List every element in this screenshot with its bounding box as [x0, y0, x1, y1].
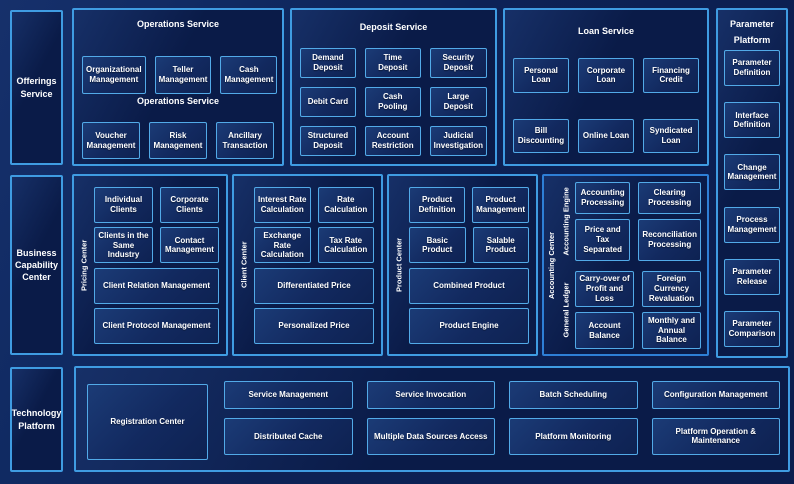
organizational-management-box: Organizational Management [82, 56, 146, 94]
technology-grid: Service Management Service Invocation Ba… [224, 381, 780, 455]
judicial-investigation-box: Judicial Investigation [429, 126, 487, 156]
client-center-label: Client Center [239, 241, 249, 289]
general-ledger-section: General Ledger Carry-over of Profit and … [559, 270, 701, 349]
loan-service-panel: Loan Service Personal Loan Corporate Loa… [503, 8, 709, 166]
time-deposit-box: Time Deposit [364, 48, 421, 78]
operations-service-panel: Operations Service Organizational Manage… [72, 8, 284, 166]
parameter-platform-title: Parameter Platform [729, 19, 775, 46]
parameter-definition-box: Parameter Definition [724, 50, 780, 86]
clients-in-same-industry-box: Clients in the Same Industry [94, 227, 153, 264]
product-content: Product Definition Product Management Ba… [409, 187, 529, 344]
large-deposit-box: Large Deposit [429, 87, 487, 117]
parameter-release-box: Parameter Release [724, 258, 780, 295]
loan-grid: Personal Loan Corporate Loan Financing C… [513, 58, 699, 153]
technology-platform-label: Technology Platform [10, 367, 63, 472]
differentiated-price-box: Differentiated Price [254, 267, 374, 304]
batch-scheduling-box: Batch Scheduling [509, 381, 638, 409]
configuration-management-box: Configuration Management [651, 381, 780, 409]
accounting-engine-section: Accounting Engine Accounting Processing … [559, 182, 701, 261]
client-relation-management-box: Client Relation Management [94, 267, 219, 304]
foreign-currency-revaluation-box: Foreign Currency Revaluation [642, 270, 701, 308]
monthly-annual-balance-box: Monthly and Annual Balance [642, 312, 701, 349]
product-center-label: Product Center [394, 237, 404, 293]
product-management-box: Product Management [472, 187, 529, 223]
operations-service-subtitle: Operations Service [136, 96, 220, 106]
platform-operation-maintenance-box: Platform Operation & Maintenance [651, 417, 780, 455]
demand-deposit-box: Demand Deposit [300, 48, 356, 78]
financing-credit-box: Financing Credit [643, 58, 699, 93]
technology-platform-panel: Registration Center Service Management S… [74, 366, 790, 472]
teller-management-box: Teller Management [154, 56, 212, 94]
operations-row-2: Voucher Management Risk Management Ancil… [82, 122, 274, 159]
client-protocol-management-box: Client Protocol Management [94, 307, 219, 344]
personal-loan-box: Personal Loan [513, 58, 569, 93]
online-loan-box: Online Loan [578, 118, 634, 153]
clearing-processing-box: Clearing Processing [638, 182, 701, 214]
combined-product-box: Combined Product [409, 267, 529, 304]
change-management-box: Change Management [724, 154, 780, 191]
parameter-platform-panel: Parameter Platform Parameter Definition … [716, 8, 788, 358]
loan-service-title: Loan Service [577, 26, 635, 36]
parameter-stack: Parameter Definition Interface Definitio… [724, 50, 780, 347]
account-restriction-box: Account Restriction [364, 126, 421, 156]
voucher-management-box: Voucher Management [82, 122, 140, 159]
pricing-content: Individual Clients Corporate Clients Cli… [94, 187, 219, 344]
risk-management-box: Risk Management [149, 122, 207, 159]
deposit-grid: Demand Deposit Time Deposit Security Dep… [300, 48, 487, 156]
corporate-clients-box: Corporate Clients [160, 187, 219, 223]
general-ledger-label: General Ledger [561, 282, 571, 338]
deposit-service-panel: Deposit Service Demand Deposit Time Depo… [290, 8, 497, 166]
operations-row-1: Organizational Management Teller Managem… [82, 56, 278, 94]
corporate-loan-box: Corporate Loan [578, 58, 634, 93]
cash-management-box: Cash Management [220, 56, 278, 94]
interest-rate-calculation-box: Interest Rate Calculation [254, 187, 311, 223]
personalized-price-box: Personalized Price [254, 307, 374, 344]
interface-definition-box: Interface Definition [724, 102, 780, 139]
registration-center-box: Registration Center [87, 384, 208, 460]
salable-product-box: Salable Product [472, 227, 529, 264]
multiple-data-sources-access-box: Multiple Data Sources Access [366, 417, 495, 455]
business-capability-center-label: Business Capability Center [10, 175, 63, 355]
bill-discounting-box: Bill Discounting [513, 118, 569, 153]
debit-card-box: Debit Card [300, 87, 356, 117]
ancillary-transaction-box: Ancillary Transaction [216, 122, 274, 159]
platform-monitoring-box: Platform Monitoring [509, 417, 638, 455]
price-and-tax-separated-box: Price and Tax Separated [575, 218, 631, 261]
pricing-center-panel: Pricing Center Individual Clients Corpor… [72, 174, 228, 356]
carry-over-profit-loss-box: Carry-over of Profit and Loss [575, 270, 634, 308]
security-deposit-box: Security Deposit [429, 48, 487, 78]
reconciliation-processing-box: Reconciliation Processing [638, 218, 701, 261]
accounting-processing-box: Accounting Processing [575, 182, 631, 214]
individual-clients-box: Individual Clients [94, 187, 153, 223]
tax-rate-calculation-box: Tax Rate Calculation [317, 227, 374, 264]
contact-management-box: Contact Management [160, 227, 219, 264]
deposit-service-title: Deposit Service [359, 22, 428, 32]
structured-deposit-box: Structured Deposit [300, 126, 356, 156]
parameter-comparison-box: Parameter Comparison [724, 310, 780, 347]
operations-service-title: Operations Service [136, 19, 220, 29]
syndicated-loan-box: Syndicated Loan [643, 118, 699, 153]
accounting-center-label: Accounting Center [547, 231, 556, 299]
accounting-center-panel: Accounting Center Accounting Engine Acco… [542, 174, 709, 356]
cash-pooling-box: Cash Pooling [364, 87, 421, 117]
process-management-box: Process Management [724, 206, 780, 243]
client-content: Interest Rate Calculation Rate Calculati… [254, 187, 374, 344]
accounting-sections: Accounting Engine Accounting Processing … [559, 182, 701, 349]
product-definition-box: Product Definition [409, 187, 466, 223]
account-balance-box: Account Balance [575, 312, 634, 349]
rate-calculation-box: Rate Calculation [317, 187, 374, 223]
basic-product-box: Basic Product [409, 227, 466, 264]
pricing-center-label: Pricing Center [79, 239, 89, 291]
client-center-panel: Client Center Interest Rate Calculation … [232, 174, 383, 356]
accounting-engine-label: Accounting Engine [561, 187, 571, 256]
exchange-rate-calculation-box: Exchange Rate Calculation [254, 227, 311, 264]
service-management-box: Service Management [224, 381, 353, 409]
product-engine-box: Product Engine [409, 307, 529, 344]
service-invocation-box: Service Invocation [366, 381, 495, 409]
distributed-cache-box: Distributed Cache [224, 417, 353, 455]
product-center-panel: Product Center Product Definition Produc… [387, 174, 538, 356]
offerings-service-label: Offerings Service [10, 10, 63, 165]
